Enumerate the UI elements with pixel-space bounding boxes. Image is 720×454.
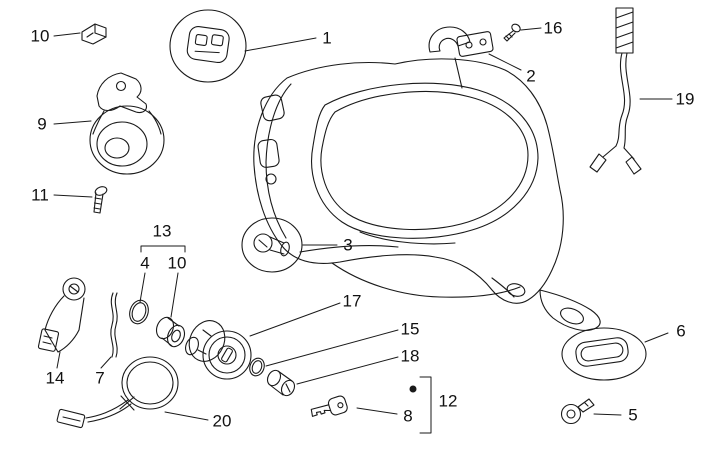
spring-clip-part-7 <box>110 292 118 358</box>
callout-20: 20 <box>212 411 232 431</box>
washer-part <box>185 336 199 356</box>
detail-circle-6 <box>561 327 647 381</box>
switch-part-2 <box>428 26 494 57</box>
handlebar-cover <box>253 57 601 331</box>
detail-circle-3 <box>241 217 303 273</box>
callout-15: 15 <box>400 319 420 339</box>
ignition-lock-part-17 <box>188 320 252 380</box>
grommet-part-5 <box>560 398 595 425</box>
callout-18: 18 <box>400 346 420 366</box>
ring-part-15 <box>249 357 265 377</box>
horn-part-9 <box>89 72 165 175</box>
rubber-pad-part-6 <box>575 337 629 367</box>
callout-14: 14 <box>45 368 65 388</box>
bushing-part-10 <box>155 316 186 348</box>
clip-part-10 <box>81 23 107 45</box>
callout-13: 13 <box>152 221 172 241</box>
callout-3: 3 <box>343 235 353 255</box>
cable-part-19 <box>589 7 642 175</box>
switch-part-14 <box>37 277 86 353</box>
callout-1: 1 <box>322 28 332 48</box>
callout-10-bushing: 10 <box>167 253 187 273</box>
screw-part-16 <box>503 23 521 42</box>
callout-17: 17 <box>342 291 362 311</box>
leader-lines <box>53 27 673 434</box>
callout-4: 4 <box>140 253 150 273</box>
seal-ring-part-20 <box>56 356 179 429</box>
callout-19: 19 <box>675 89 695 109</box>
lock-barrel-part-18 <box>266 369 296 397</box>
callout-12: 12 <box>438 391 458 411</box>
screw-part-11 <box>93 186 108 214</box>
callout-16: 16 <box>543 18 563 38</box>
key-part-8 <box>310 395 348 417</box>
callout-7: 7 <box>95 368 105 388</box>
callout-9: 9 <box>37 114 47 134</box>
callout-10-clip: 10 <box>30 26 50 46</box>
detail-circle-1 <box>169 9 247 83</box>
callout-8: 8 <box>403 406 413 426</box>
callout-6: 6 <box>676 321 686 341</box>
callout-2: 2 <box>526 66 536 86</box>
callout-11: 11 <box>31 185 49 205</box>
switch-part-1 <box>186 26 230 64</box>
lock-pin-part-3 <box>253 233 290 257</box>
o-ring-part-4 <box>129 299 149 325</box>
callout-5: 5 <box>628 405 638 425</box>
